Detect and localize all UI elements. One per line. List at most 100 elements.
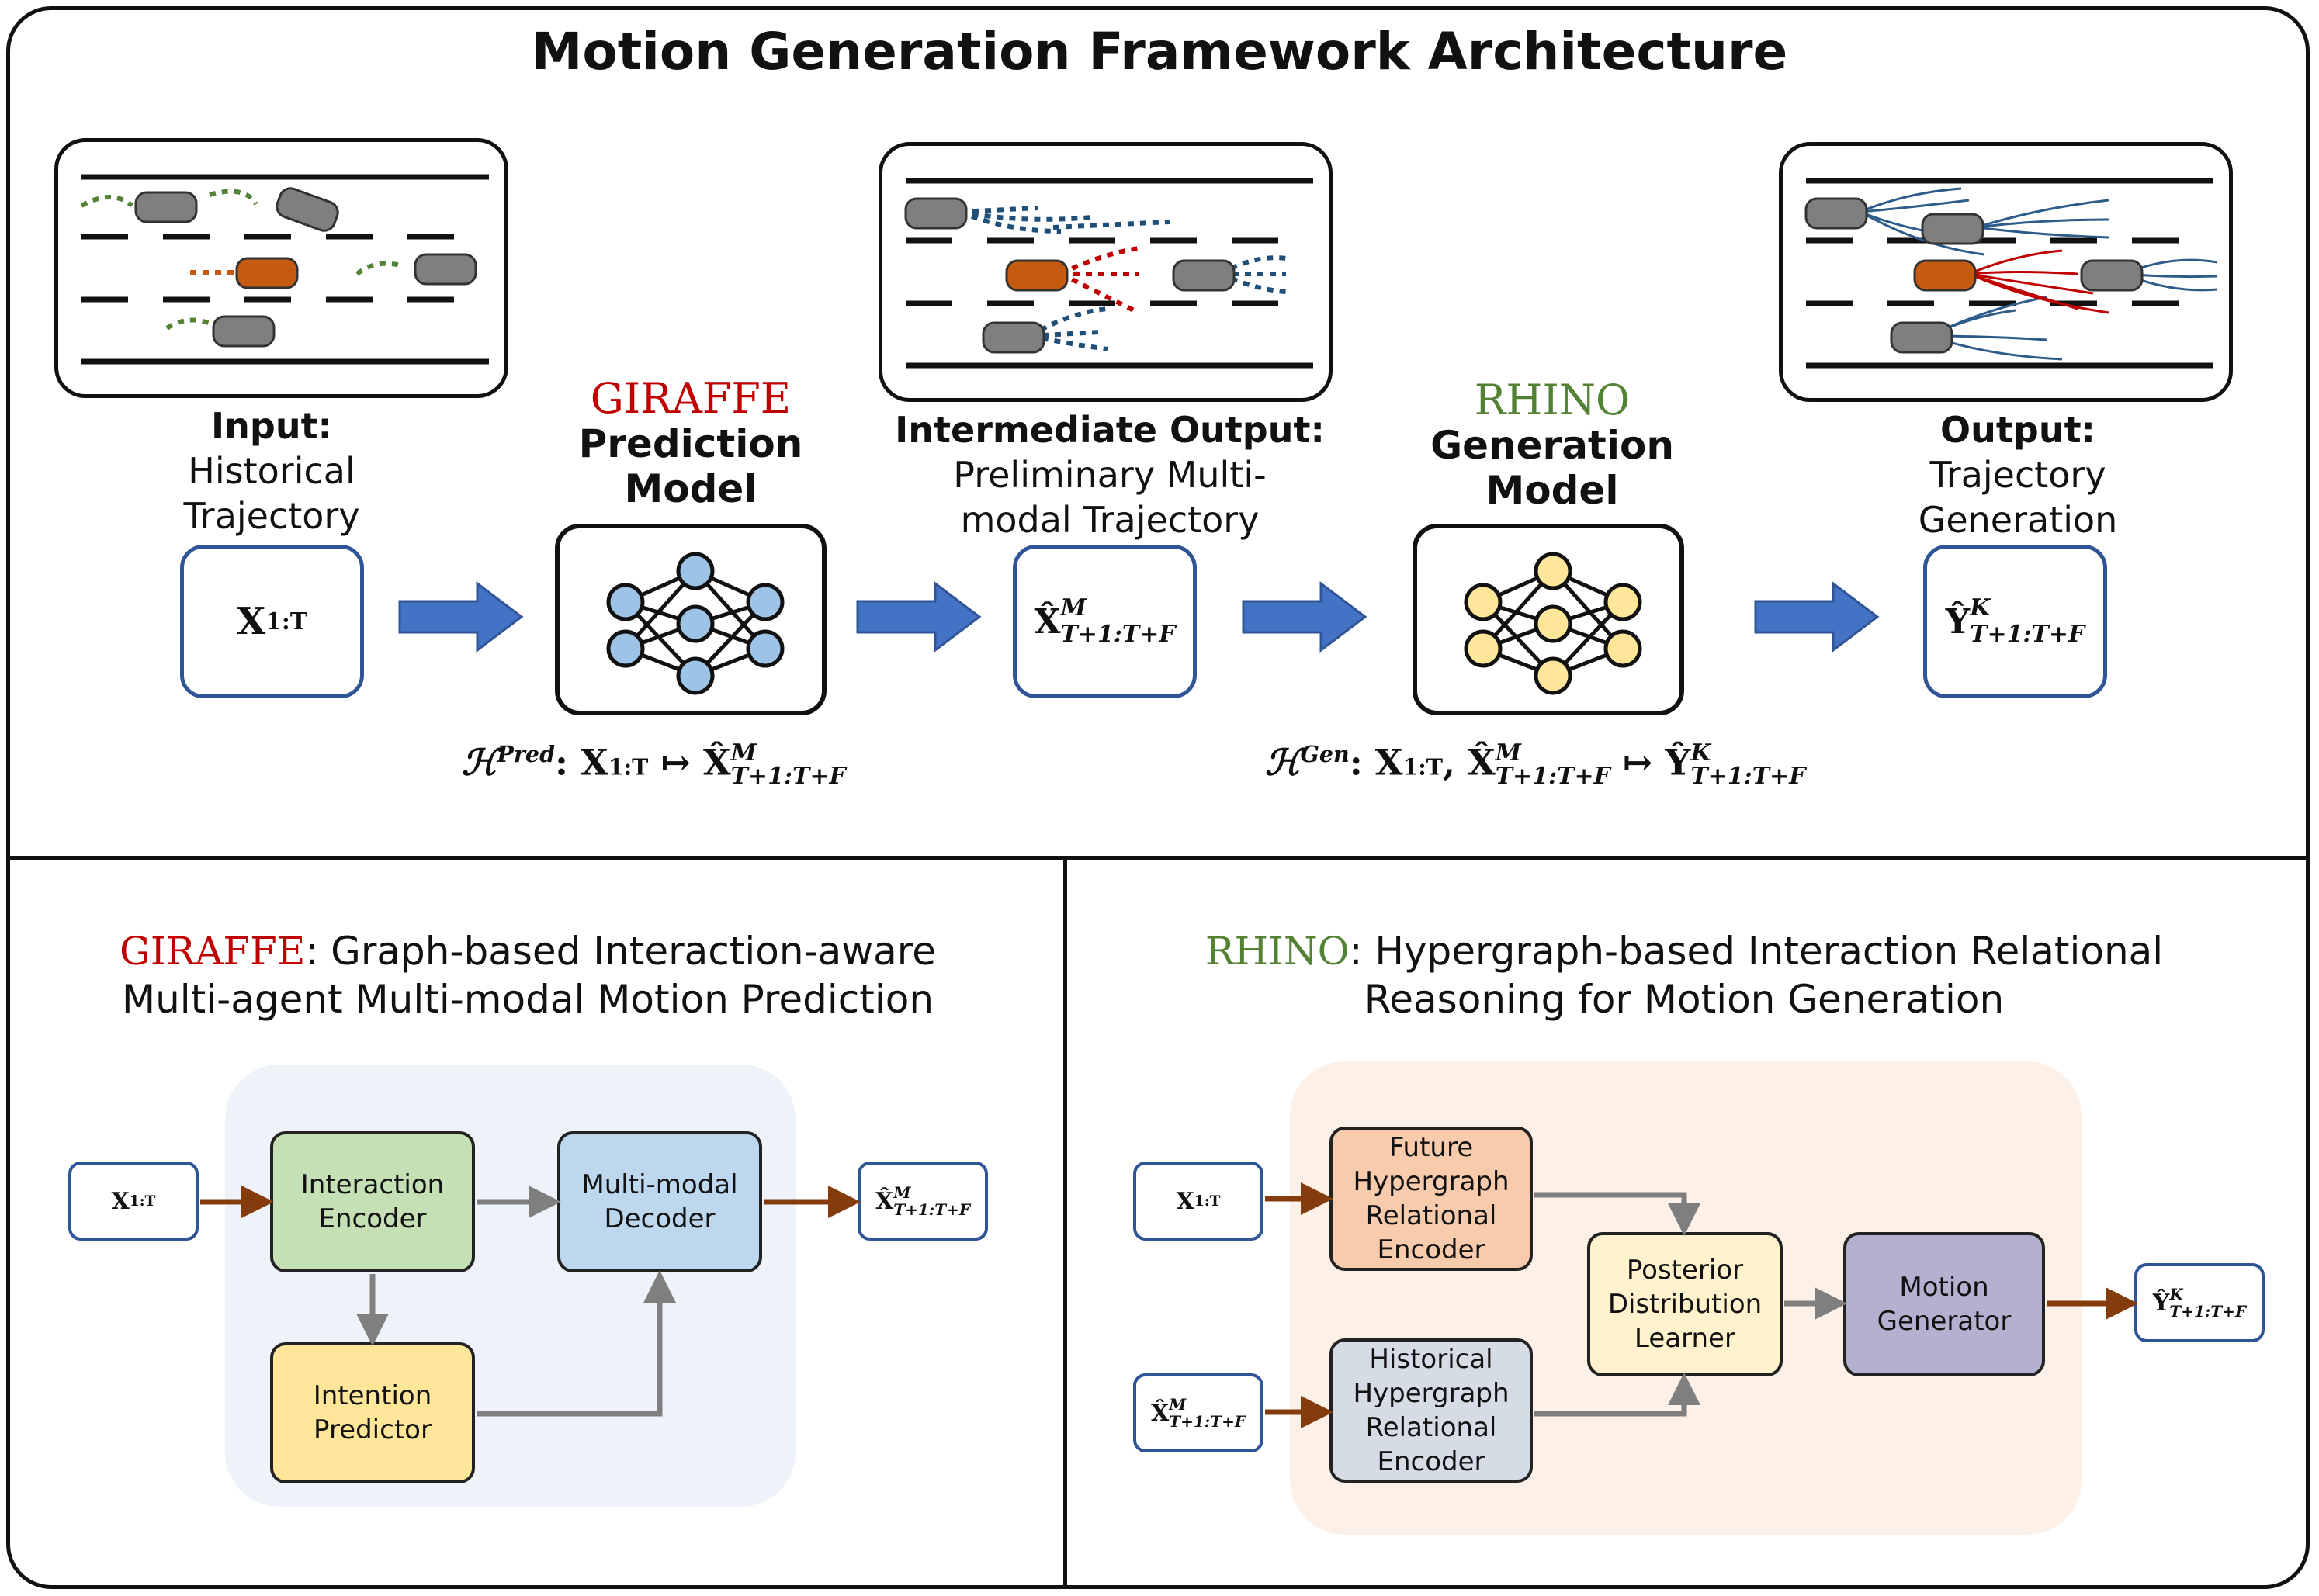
output-yhat-sup: K xyxy=(1970,594,1991,621)
motion-generator-box: Motion Generator xyxy=(1843,1232,2045,1376)
rhino-line1: Generation xyxy=(1430,423,1674,468)
giraffe-panel-title-rest: : Graph-based Interaction-aware xyxy=(305,929,936,974)
input-x-sub: 1:T xyxy=(265,608,308,635)
rhino-output-sub: T+1:T+F xyxy=(2169,1302,2247,1321)
giraffe-panel-title: GIRAFFE: Graph-based Interaction-aware M… xyxy=(62,927,993,1023)
formula-maps: ↦ xyxy=(648,741,703,784)
rhino-model-label: RHINO Generation Model xyxy=(1397,376,1707,514)
output-label: Output: Trajectory Generation xyxy=(1863,407,2173,542)
formula-sup: Pred xyxy=(497,741,556,767)
arrow-icon xyxy=(477,1270,676,1417)
giraffe-input-symbol: X xyxy=(111,1187,130,1215)
rhino-line2: Model xyxy=(1485,468,1619,513)
formula-sup: Gen xyxy=(1300,741,1350,767)
formula-maps: ↦ xyxy=(1610,741,1666,784)
intention-predictor-box: Intention Predictor xyxy=(270,1342,475,1483)
input-label-line2: Trajectory xyxy=(183,495,360,537)
input-x-symbol: X xyxy=(236,600,266,643)
input-label: Input: Historical Trajectory xyxy=(124,403,419,538)
intermediate-scene-drawing xyxy=(904,178,1313,369)
formula-xhat: X̂ xyxy=(1468,741,1496,784)
formula-xhat-sub: T+1:T+F xyxy=(730,763,846,791)
multimodal-decoder-box: Multi-modal Decoder xyxy=(557,1131,762,1272)
giraffe-line2: Model xyxy=(624,466,757,511)
formula-x: X xyxy=(1374,741,1403,784)
output-label-line1: Trajectory xyxy=(1929,454,2106,496)
output-yhat-sub: T+1:T+F xyxy=(1970,621,2085,648)
input-scene-drawing xyxy=(80,174,489,365)
output-traffic-scene xyxy=(1779,142,2233,402)
formula-h: ℋ xyxy=(462,741,497,784)
intermediate-xhat-sup: M xyxy=(1060,594,1087,621)
horizontal-divider xyxy=(10,856,2306,860)
output-label-bold: Output: xyxy=(1940,409,2095,451)
formula-yhat-sub: T+1:T+F xyxy=(1690,763,1806,791)
rhino-input1-symbol: X xyxy=(1176,1187,1194,1215)
rhino-panel-title-rest: : Hypergraph-based Interaction Relationa… xyxy=(1349,929,2164,974)
formula-colon: : xyxy=(555,741,581,784)
intermediate-label-bold: Intermediate Output: xyxy=(895,409,1325,451)
giraffe-panel-title-line2: Multi-agent Multi-modal Motion Predictio… xyxy=(121,977,934,1022)
giraffe-output-sup: M xyxy=(893,1183,911,1202)
posterior-distribution-learner-box: Posterior Distribution Learner xyxy=(1587,1232,1783,1376)
formula-x-sub: 1:T xyxy=(1402,753,1443,781)
output-yhat-symbol: Ŷ xyxy=(1945,601,1971,642)
neural-network-icon xyxy=(1464,552,1642,695)
giraffe-network-box xyxy=(555,524,827,715)
rhino-input2-symbol: X̂ xyxy=(1150,1399,1170,1427)
neural-network-icon xyxy=(606,552,785,695)
arrow-icon xyxy=(1754,580,1880,653)
rhino-output-sup: K xyxy=(2169,1285,2183,1303)
formula-colon: : xyxy=(1349,741,1375,784)
giraffe-output-sub: T+1:T+F xyxy=(893,1200,971,1219)
intermediate-label-line2: modal Trajectory xyxy=(960,499,1260,541)
formula-h: ℋ xyxy=(1265,741,1301,784)
interaction-encoder-box: Interaction Encoder xyxy=(270,1131,475,1272)
giraffe-line1: Prediction xyxy=(578,421,803,466)
giraffe-panel-name: GIRAFFE xyxy=(119,929,306,974)
rhino-input2-sup: M xyxy=(1169,1395,1187,1414)
formula-x-sub: 1:T xyxy=(608,753,649,781)
formula-comma: , xyxy=(1443,741,1468,784)
rhino-panel-name: RHINO xyxy=(1205,929,1350,974)
rhino-panel-title-line2: Reasoning for Motion Generation xyxy=(1364,977,2005,1022)
formula-xhat-sup: M xyxy=(730,739,757,767)
rhino-output-symbol: Ŷ xyxy=(2152,1289,2170,1317)
arrow-icon xyxy=(398,580,524,653)
arrow-icon xyxy=(1534,1192,1700,1236)
intermediate-traffic-scene xyxy=(879,142,1333,402)
future-hypergraph-encoder-box: Future Hypergraph Relational Encoder xyxy=(1329,1127,1533,1271)
formula-xhat: X̂ xyxy=(702,741,731,784)
input-traffic-scene xyxy=(54,138,508,398)
arrow-icon xyxy=(856,580,982,653)
arrow-icon xyxy=(1534,1373,1700,1417)
formula-xhat-sub: T+1:T+F xyxy=(1495,763,1610,791)
formula-yhat-sup: K xyxy=(1690,739,1711,767)
input-label-line1: Historical xyxy=(188,450,355,492)
giraffe-name: GIRAFFE xyxy=(590,374,792,423)
intermediate-label-line1: Preliminary Multi- xyxy=(953,454,1267,496)
intermediate-label: Intermediate Output: Preliminary Multi- … xyxy=(877,407,1343,542)
formula-xhat-sup: M xyxy=(1495,739,1521,767)
figure-title: Motion Generation Framework Architecture xyxy=(531,22,1788,81)
giraffe-model-label: GIRAFFE Prediction Model xyxy=(536,374,846,512)
formula-yhat: Ŷ xyxy=(1665,741,1691,784)
input-label-bold: Input: xyxy=(211,405,332,447)
intermediate-xhat-sub: T+1:T+F xyxy=(1060,621,1176,648)
arrow-icon xyxy=(1242,580,1367,653)
car-icon xyxy=(134,187,477,348)
output-label-line2: Generation xyxy=(1918,499,2118,541)
rhino-input2-sub: T+1:T+F xyxy=(1169,1412,1246,1431)
rhino-name: RHINO xyxy=(1474,376,1631,424)
